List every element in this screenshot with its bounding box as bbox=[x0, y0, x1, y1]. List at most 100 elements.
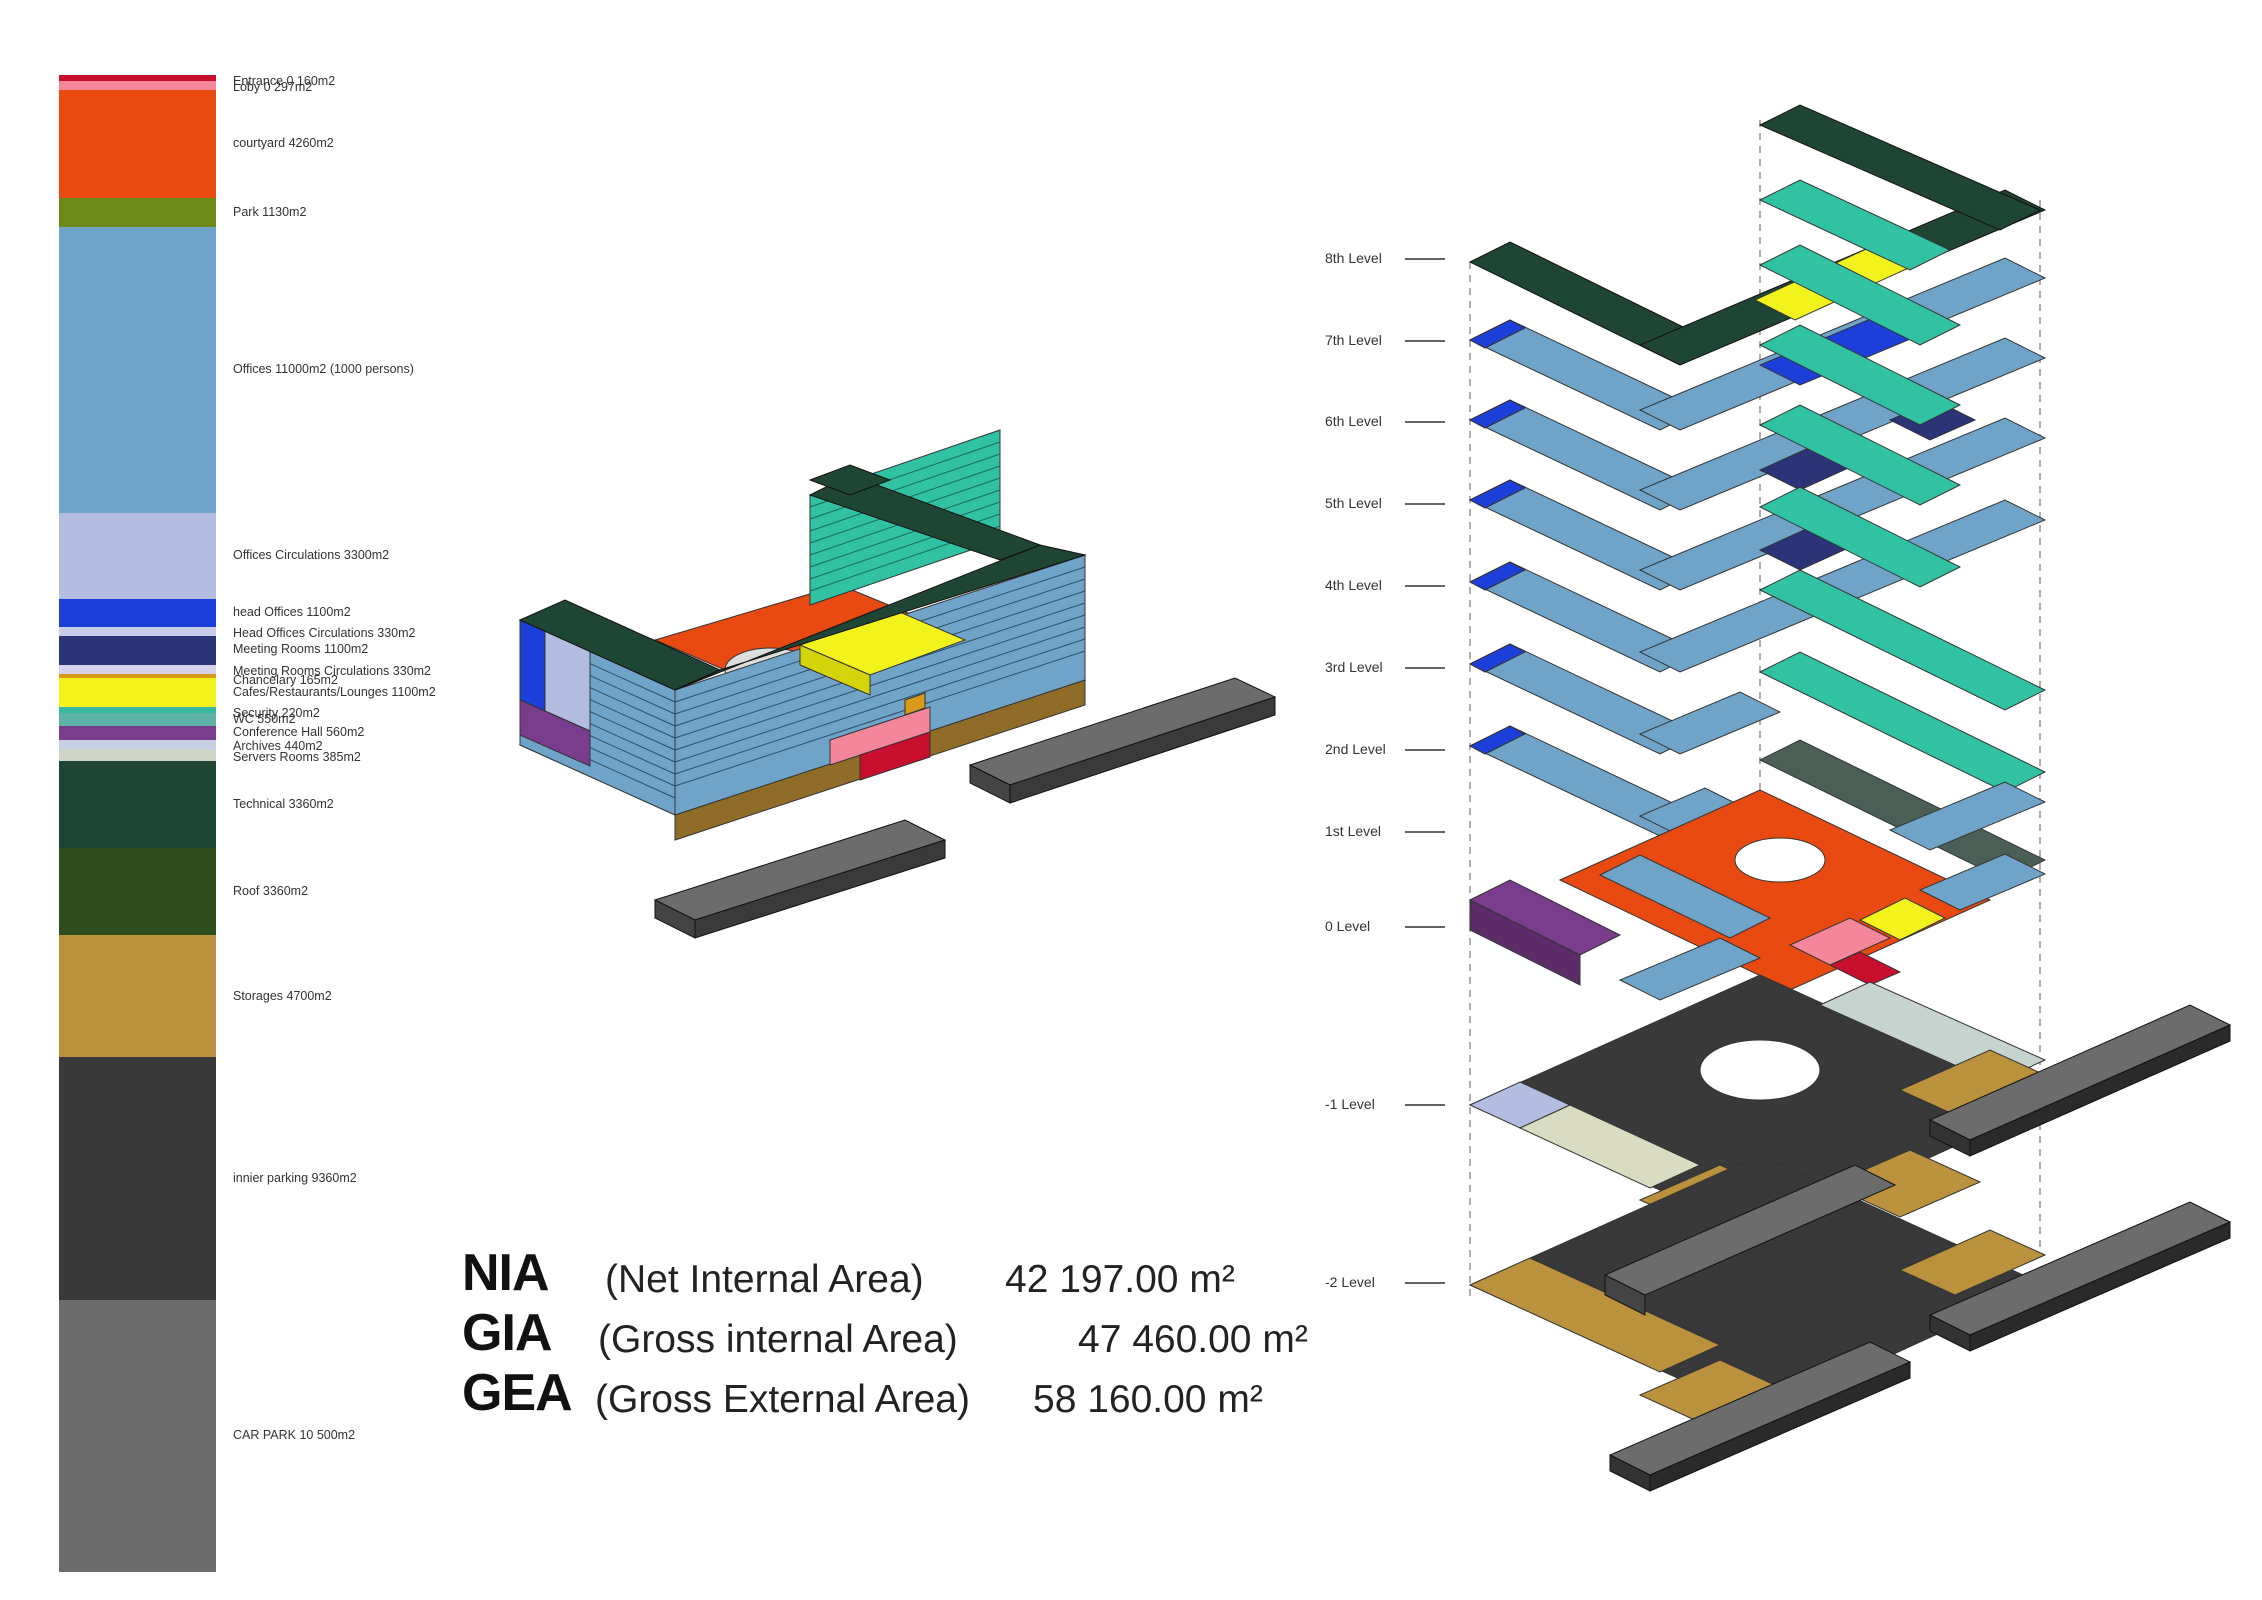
legend-swatch bbox=[59, 90, 216, 199]
legend-label: head Offices 1100m2 bbox=[233, 604, 351, 619]
legend-label: CAR PARK 10 500m2 bbox=[233, 1427, 356, 1442]
legend-swatch bbox=[59, 198, 216, 227]
legend-swatch bbox=[59, 726, 216, 740]
legend-swatch bbox=[59, 598, 216, 628]
metric-key-gia: GIA bbox=[462, 1304, 552, 1362]
level-tick bbox=[1405, 831, 1445, 833]
legend-swatch bbox=[59, 760, 216, 849]
exploded-carpark-slab-3-front bbox=[1649, 1361, 1911, 1492]
exploded-axonometric bbox=[1468, 104, 2232, 1492]
legend-swatch bbox=[59, 636, 216, 665]
legend-swatch bbox=[59, 678, 216, 707]
metric-name-gea: (Gross External Area) bbox=[595, 1378, 970, 1421]
level-label: -1 Level bbox=[1325, 1096, 1375, 1112]
legend-label: Head Offices Circulations 330m2 bbox=[233, 626, 416, 641]
legend-label: Entrance 0 160m2 bbox=[233, 74, 336, 88]
level-label: 4th Level bbox=[1325, 577, 1382, 593]
legend-swatch bbox=[59, 712, 216, 727]
level-label: 3rd Level bbox=[1325, 659, 1383, 675]
level-tick bbox=[1405, 926, 1445, 928]
massing-carpark-slab-2-front bbox=[1009, 696, 1276, 804]
level-label: 2nd Level bbox=[1325, 741, 1386, 757]
legend-swatch bbox=[59, 739, 216, 751]
legend-label: innier parking 9360m2 bbox=[233, 1170, 357, 1185]
level-6-slab bbox=[1468, 324, 2047, 511]
legend-label: WC 550m2 bbox=[233, 711, 296, 726]
legend-label: Meeting Rooms 1100m2 bbox=[233, 642, 369, 657]
level8-teal bbox=[1758, 179, 1952, 271]
level-label: 5th Level bbox=[1325, 495, 1382, 511]
level-tick bbox=[1405, 1282, 1445, 1284]
exploded-carpark-slab-1-front bbox=[1969, 1024, 2231, 1157]
massing-roof-front bbox=[674, 544, 1087, 691]
legend-swatch bbox=[59, 81, 216, 91]
level-tick bbox=[1405, 585, 1445, 587]
level-label: -2 Level bbox=[1325, 1274, 1375, 1290]
level-tick bbox=[1405, 667, 1445, 669]
massing-roof-rear-top bbox=[808, 464, 892, 496]
legend-label: Loby 0 297m2 bbox=[233, 80, 313, 95]
metric-key-gea: GEA bbox=[462, 1364, 573, 1422]
program-legend-bar bbox=[59, 75, 216, 1572]
level-minus2-slab bbox=[1468, 1149, 2047, 1428]
exploded-carpark-slab-2-front bbox=[1969, 1221, 2231, 1352]
legend-label: Offices 11000m2 (1000 persons) bbox=[233, 361, 414, 376]
level-tick bbox=[1405, 258, 1445, 260]
massing-chancelary bbox=[904, 692, 926, 716]
massing-model bbox=[518, 429, 1277, 939]
legend-swatch bbox=[59, 1057, 216, 1300]
legend-label: Security 220m2 bbox=[233, 705, 320, 720]
level-label: 6th Level bbox=[1325, 413, 1382, 429]
legend-swatch bbox=[59, 935, 216, 1058]
legend-swatch bbox=[59, 512, 216, 599]
massing-conference bbox=[519, 699, 591, 767]
massing-carpark-slab-1-front bbox=[694, 839, 946, 939]
metric-value-gea: 58 160.00 m² bbox=[1033, 1378, 1263, 1421]
legend-label: courtyard 4260m2 bbox=[233, 136, 334, 151]
level-2-slab bbox=[1468, 651, 2047, 837]
legend-label: Servers Rooms 385m2 bbox=[233, 749, 361, 764]
legend-label: Chancelary 165m2 bbox=[233, 672, 338, 687]
legend-label: Technical 3360m2 bbox=[233, 796, 334, 811]
metric-key-nia: NIA bbox=[462, 1244, 550, 1302]
level8-roof-rear bbox=[1758, 104, 2042, 231]
legend-swatch bbox=[59, 848, 216, 936]
legend-label: Conference Hall 560m2 bbox=[233, 725, 365, 740]
legend-swatch bbox=[59, 750, 216, 761]
metric-name-nia: (Net Internal Area) bbox=[605, 1258, 924, 1301]
legend-label: Archives 440m2 bbox=[233, 738, 323, 753]
level-tick bbox=[1405, 340, 1445, 342]
massing-entrance bbox=[859, 731, 931, 781]
massing-cafe-bridge-side bbox=[799, 644, 871, 696]
level-label: 0 Level bbox=[1325, 918, 1371, 934]
level-4-slab bbox=[1468, 486, 2047, 673]
legend-swatch bbox=[59, 673, 216, 679]
legend-label: Park 1130m2 bbox=[233, 204, 307, 219]
level-3-slab bbox=[1468, 569, 2047, 755]
metric-value-nia: 42 197.00 m² bbox=[1005, 1258, 1235, 1301]
legend-swatch bbox=[59, 706, 216, 713]
legend-swatch bbox=[59, 627, 216, 637]
level-5-slab bbox=[1468, 404, 2047, 591]
legend-label: Meeting Rooms Circulations 330m2 bbox=[233, 663, 432, 678]
level-label: 8th Level bbox=[1325, 250, 1382, 266]
level-tick bbox=[1405, 503, 1445, 505]
level-tick bbox=[1405, 749, 1445, 751]
level-tick bbox=[1405, 1104, 1445, 1106]
level-tick bbox=[1405, 421, 1445, 423]
legend-swatch bbox=[59, 1299, 216, 1572]
level-label: 7th Level bbox=[1325, 332, 1382, 348]
metric-name-gia: (Gross internal Area) bbox=[598, 1318, 958, 1361]
legend-label: Offices Circulations 3300m2 bbox=[233, 547, 390, 562]
metric-value-gia: 47 460.00 m² bbox=[1078, 1318, 1308, 1361]
legend-swatch bbox=[59, 226, 216, 513]
legend-swatch bbox=[59, 75, 216, 82]
legend-label: Roof 3360m2 bbox=[233, 883, 309, 898]
level-7-slab bbox=[1468, 244, 2047, 431]
level-0-slab bbox=[1468, 789, 2047, 1001]
massing-head-offices bbox=[519, 619, 546, 712]
legend-label: Cafes/Restaurants/Lounges 1100m2 bbox=[233, 684, 436, 699]
massing-right-wing-front bbox=[674, 554, 1086, 816]
legend-label: Storages 4700m2 bbox=[233, 988, 332, 1003]
